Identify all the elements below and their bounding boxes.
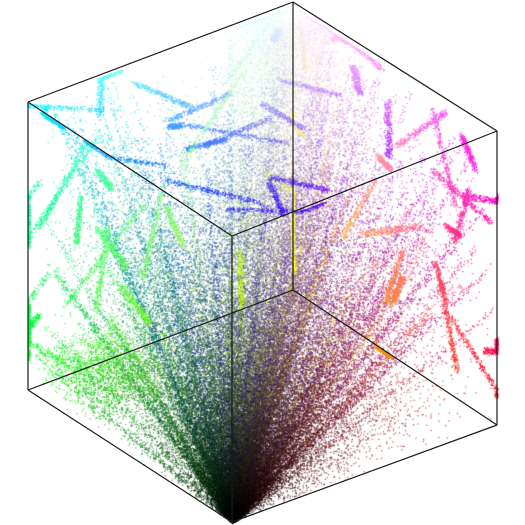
color-cube-stage	[0, 0, 525, 525]
color-point-cloud	[0, 0, 525, 525]
